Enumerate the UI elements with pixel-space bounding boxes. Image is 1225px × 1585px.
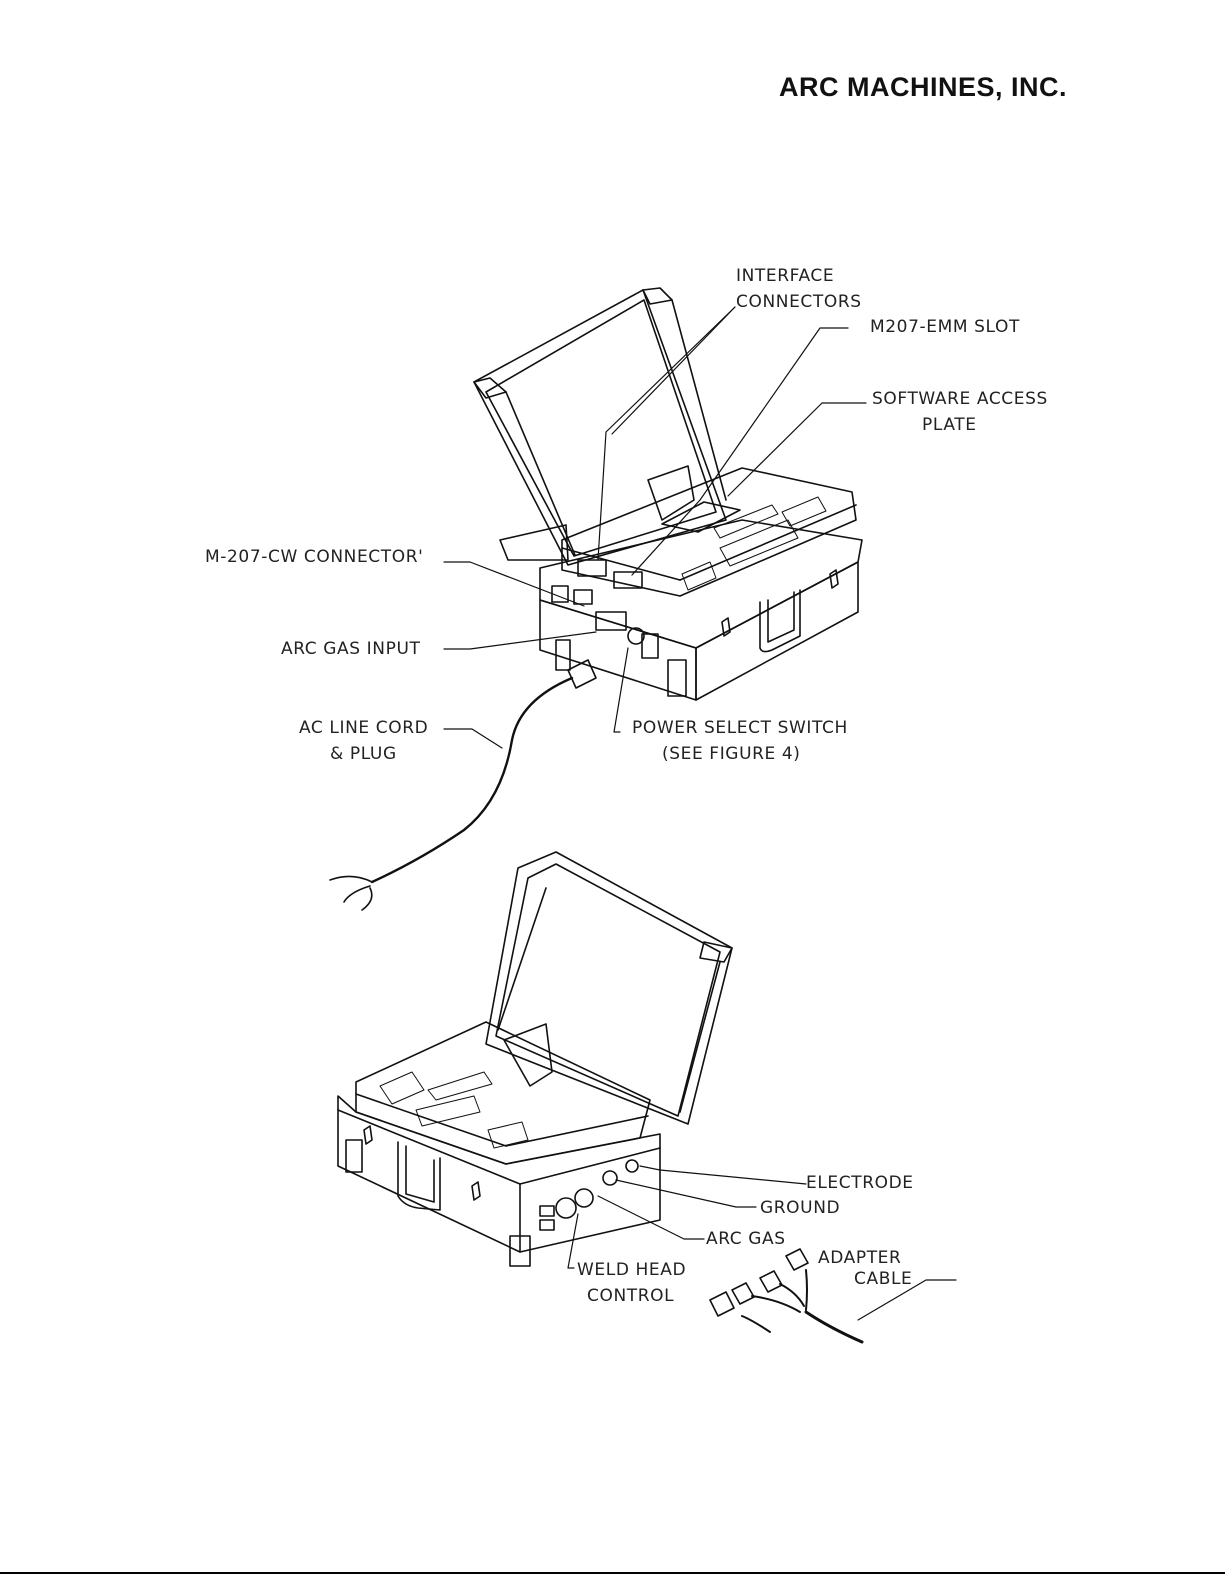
label-arc-gas: ARC GAS — [706, 1227, 786, 1252]
label-power-select-line1: POWER SELECT SWITCH — [632, 716, 848, 741]
label-software-access-line1: SOFTWARE ACCESS — [872, 387, 1048, 412]
label-weld-head-line1: WELD HEAD — [577, 1258, 686, 1283]
label-adapter-cable-line2: CABLE — [854, 1267, 912, 1292]
label-electrode: ELECTRODE — [806, 1171, 914, 1196]
label-ground: GROUND — [760, 1196, 840, 1221]
label-weld-head-line2: CONTROL — [587, 1284, 674, 1309]
label-emm-slot: M207-EMM SLOT — [870, 315, 1020, 340]
page-bottom-rule — [0, 1572, 1225, 1574]
top-power-supply-drawing — [474, 288, 862, 700]
label-power-select-line2: (SEE FIGURE 4) — [662, 742, 801, 767]
label-interface-connectors-line2: CONNECTORS — [736, 290, 862, 315]
label-cw-connector: M-207-CW CONNECTOR' — [205, 545, 423, 570]
label-software-access-line2: PLATE — [922, 413, 977, 438]
label-ac-line-cord-line2: & PLUG — [330, 742, 397, 767]
ac-line-cord-drawing — [330, 660, 596, 910]
label-arc-gas-input: ARC GAS INPUT — [281, 637, 420, 662]
label-interface-connectors-line1: INTERFACE — [736, 264, 834, 289]
bottom-power-supply-drawing — [338, 852, 732, 1266]
label-ac-line-cord-line1: AC LINE CORD — [299, 716, 428, 741]
